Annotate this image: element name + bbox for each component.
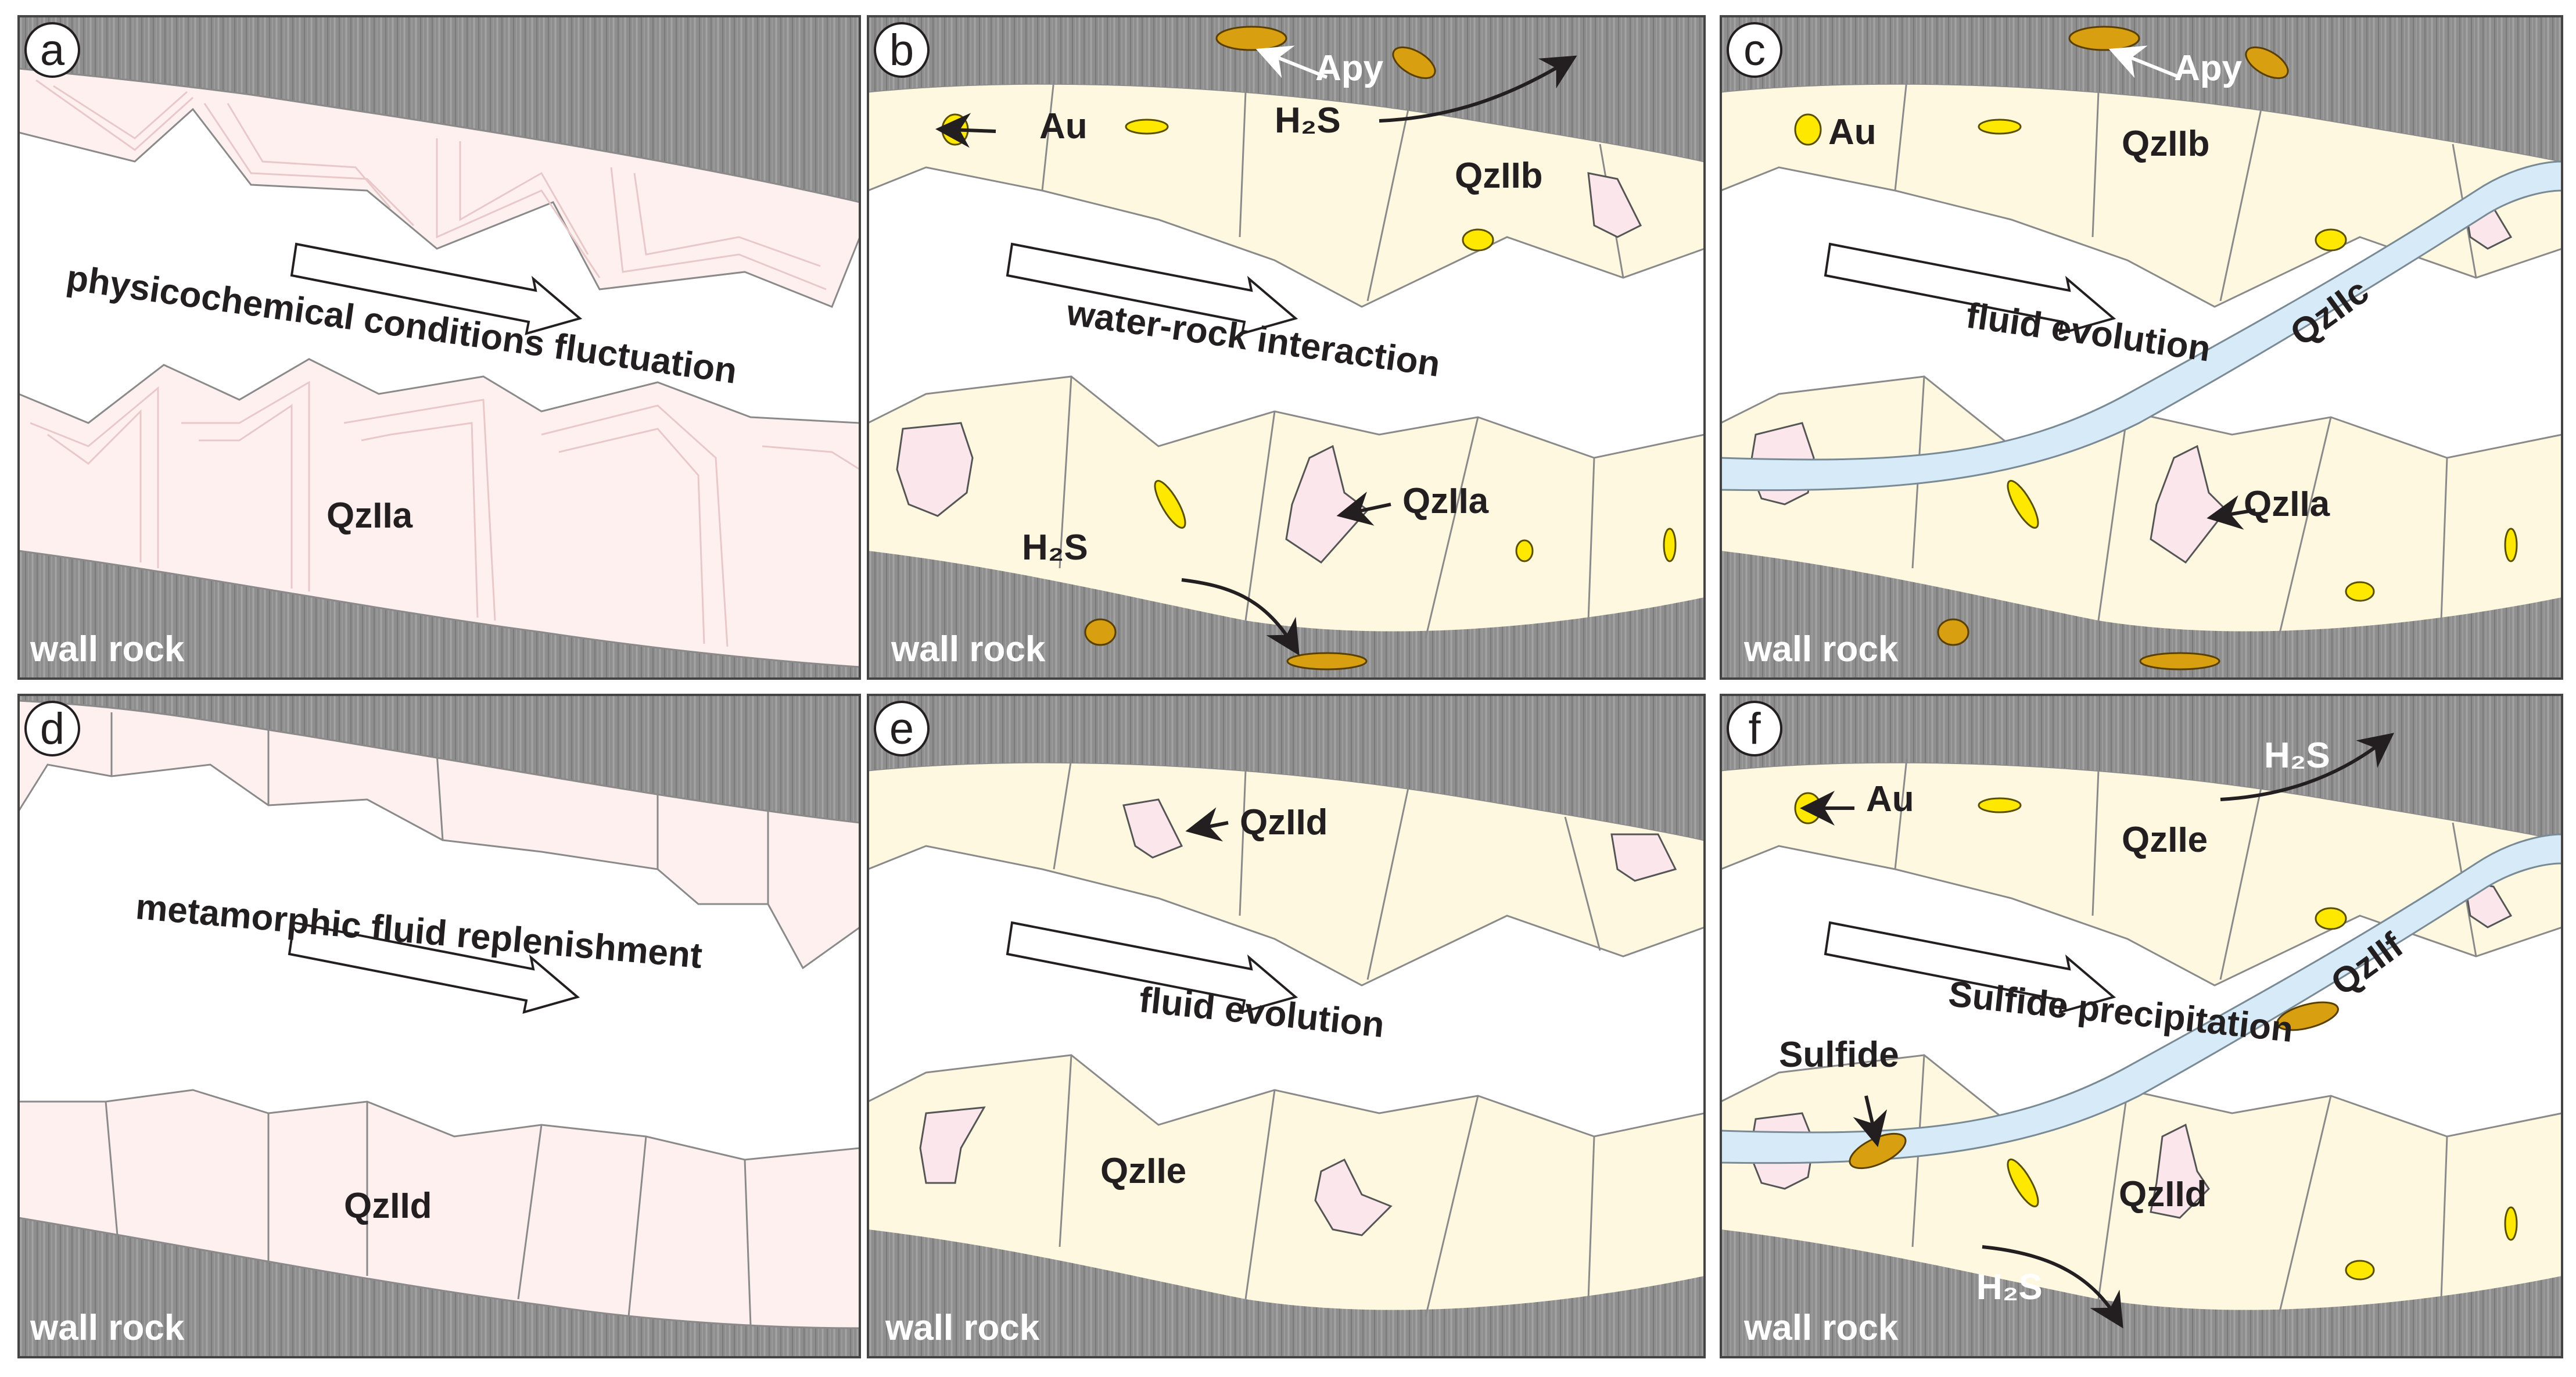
process-arrow: [290, 242, 583, 335]
wall-rock-label: wall rock: [1743, 1308, 1899, 1348]
wall-rock-top: [1721, 16, 2562, 162]
process-arrow: [1006, 242, 1298, 335]
apy-label: Apy: [1315, 48, 1384, 88]
au-label: Au: [1828, 112, 1877, 152]
wall-rock-label: wall rock: [1743, 629, 1899, 669]
panel-badge-letter: e: [889, 704, 914, 754]
wall-rock-top: [1721, 695, 2562, 840]
quartz-top-label: QzIIe: [2122, 820, 2208, 860]
process-arrow: [288, 921, 580, 1014]
panel-b: b Au Apy H₂S QzIIb water-rock interactio…: [867, 15, 1706, 680]
wall-rock-top: [19, 695, 860, 823]
panel-badge: [874, 22, 930, 78]
panel-c: c Au Apy QzIIb fluid evolution QzIIc QzI…: [1720, 15, 2563, 680]
wall-rock-bottom: [19, 551, 860, 679]
quartz-top-label: QzIIb: [1455, 156, 1543, 196]
quartz-top-label: QzIIb: [2122, 124, 2210, 164]
wall-rock-top: [868, 16, 1705, 162]
panel-badge: [24, 701, 80, 756]
wall-rock-label: wall rock: [30, 1308, 185, 1348]
h2s-top-label: H₂S: [2264, 736, 2330, 776]
quartz-label: QzIIe: [1100, 1151, 1186, 1191]
wall-rock-bottom: [1721, 1229, 2562, 1357]
wall-rock-bottom: [19, 1218, 860, 1357]
panel-badge: [1727, 701, 1782, 756]
h2s-bottom-label: H₂S: [1976, 1267, 2043, 1307]
wall-rock-bottom: [868, 1229, 1705, 1357]
panel-d: d metamorphic fluid replenishment QzIId …: [17, 694, 861, 1358]
process-arrow: [1824, 921, 2116, 1014]
panel-badge-letter: a: [40, 26, 65, 75]
au-label: Au: [1039, 106, 1088, 146]
wall-rock-label: wall rock: [885, 1308, 1040, 1348]
quartz-label: QzIId: [344, 1186, 432, 1226]
quartz-bottom-label: QzIId: [2119, 1174, 2207, 1214]
wall-rock-bottom: [868, 551, 1705, 679]
wall-rock-label: wall rock: [891, 629, 1046, 669]
inclusion-label: QzIIa: [2244, 484, 2330, 524]
panel-badge: [874, 701, 930, 756]
panel-f: f Au H₂S QzIIe QzIIf Sulfide precipitati…: [1720, 694, 2563, 1358]
panel-badge-letter: d: [40, 704, 64, 754]
panel-badge-letter: f: [1748, 704, 1761, 754]
wall-rock-bottom: [1721, 551, 2562, 679]
quartz-label: QzIIa: [327, 496, 413, 536]
h2s-top-label: H₂S: [1275, 101, 1341, 141]
h2s-bottom-label: H₂S: [1022, 528, 1088, 568]
inclusion-label: QzIIa: [1402, 481, 1489, 521]
panel-e: e QzIId fluid evolution QzIIe wall rock: [867, 694, 1706, 1358]
panel-badge: [1727, 22, 1782, 78]
wall-rock-label: wall rock: [30, 629, 185, 669]
au-label: Au: [1866, 779, 1914, 819]
panel-a: a physicochemical conditions fluctuation…: [17, 15, 861, 680]
panel-badge: [24, 22, 80, 78]
sulfide-label: Sulfide: [1779, 1035, 1899, 1075]
wall-rock-top: [868, 695, 1705, 840]
process-arrow: [1824, 242, 2116, 335]
panel-badge-letter: b: [889, 26, 914, 75]
wall-rock-top: [19, 16, 860, 202]
apy-label: Apy: [2174, 48, 2243, 88]
panel-badge-letter: c: [1743, 26, 1766, 75]
process-arrow: [1006, 921, 1298, 1014]
inclusion-label: QzIId: [1240, 802, 1328, 842]
